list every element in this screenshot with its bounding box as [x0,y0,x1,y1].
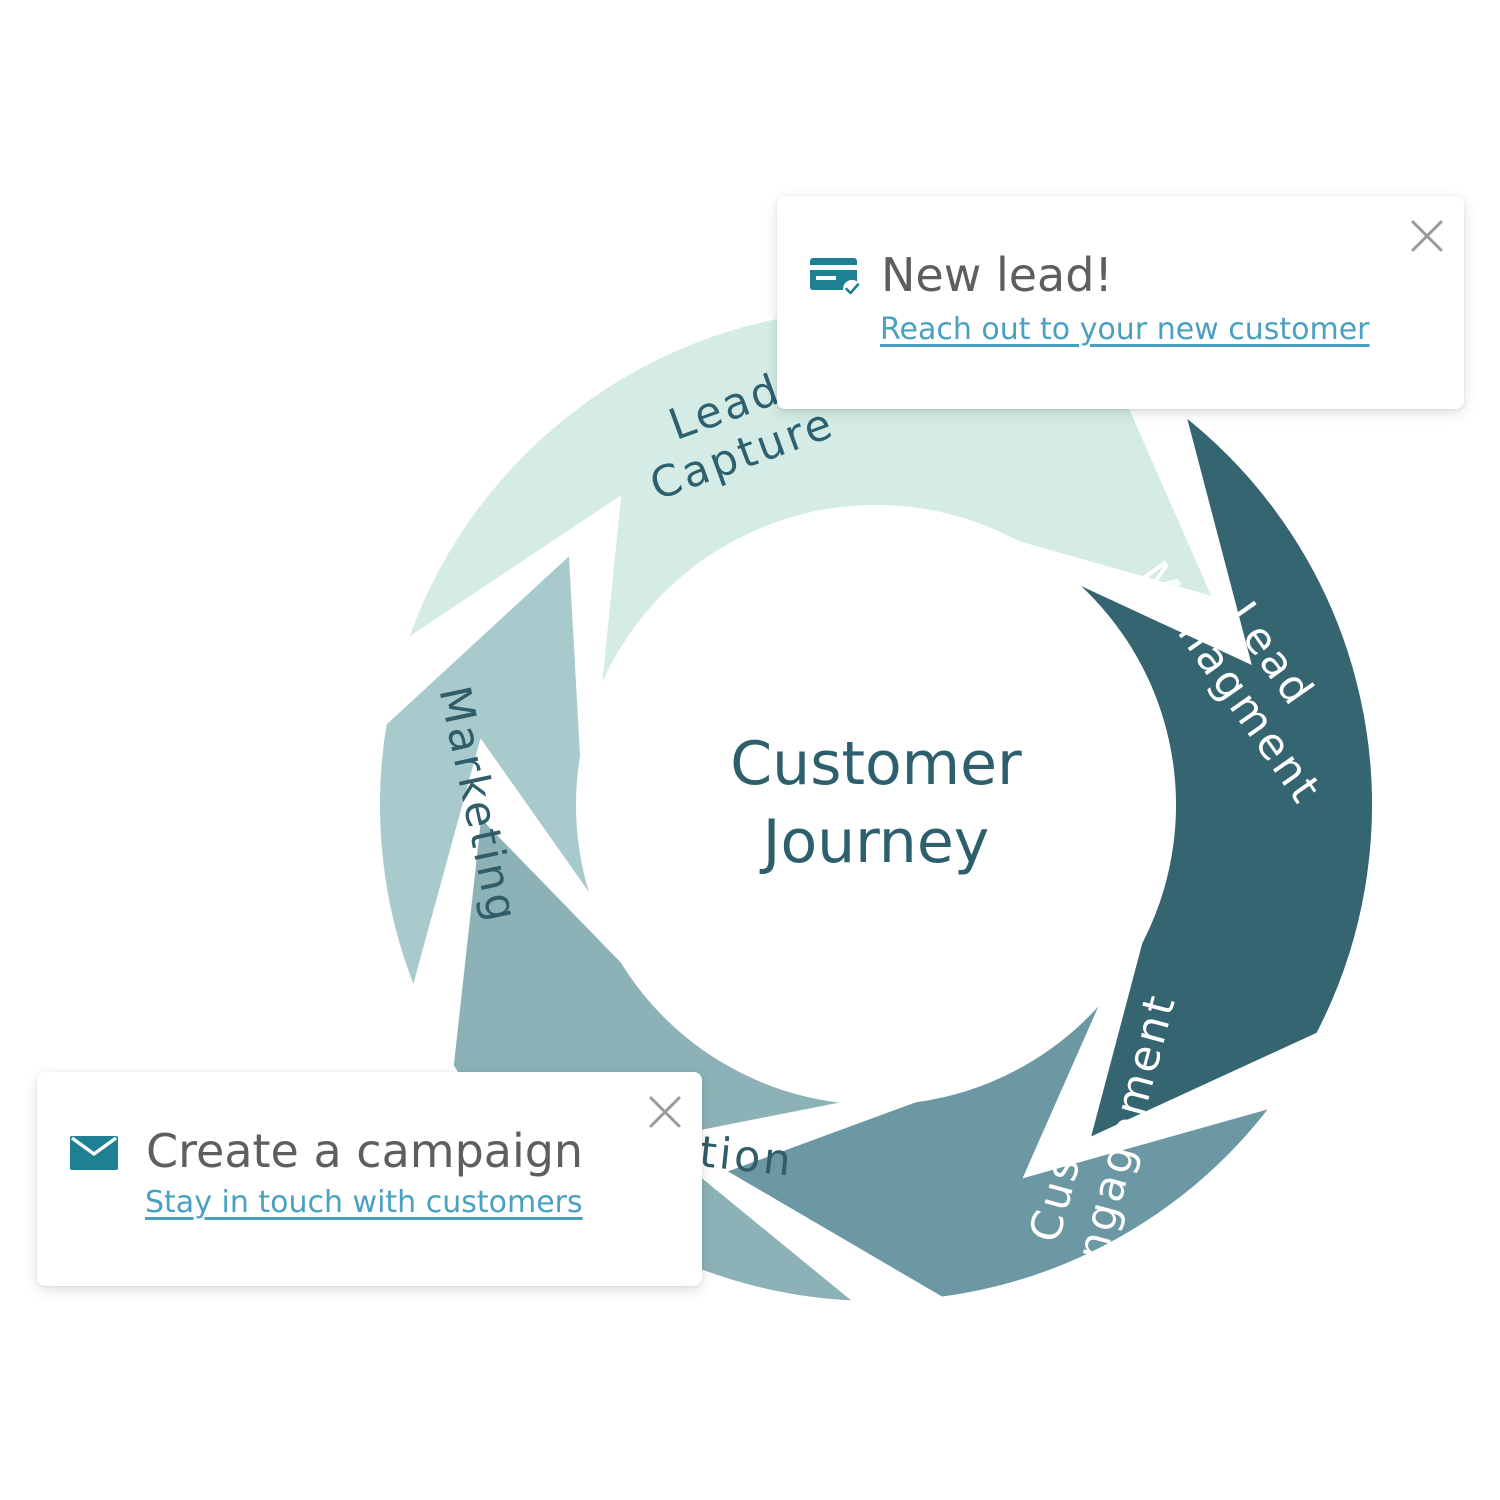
center-title-line1: Customer [730,729,1022,799]
center-title-line2: Journey [759,807,990,877]
reach-out-link[interactable]: Reach out to your new customer [880,312,1370,347]
new-lead-notification: New lead! Reach out to your new customer [777,196,1464,409]
close-icon[interactable] [1409,218,1445,254]
notification-title: New lead! [881,248,1113,302]
segment-marketing [372,538,607,1009]
notification-title: Create a campaign [146,1124,584,1178]
credit-card-check-icon [810,258,862,302]
segment-lead-management [1053,398,1380,1151]
segment-customer-engagement [709,978,1289,1305]
close-icon[interactable] [647,1094,683,1130]
create-campaign-notification: Create a campaign Stay in touch with cus… [37,1072,702,1286]
stay-in-touch-link[interactable]: Stay in touch with customers [145,1185,583,1220]
envelope-icon [70,1136,118,1174]
center-disc [584,513,1168,1097]
